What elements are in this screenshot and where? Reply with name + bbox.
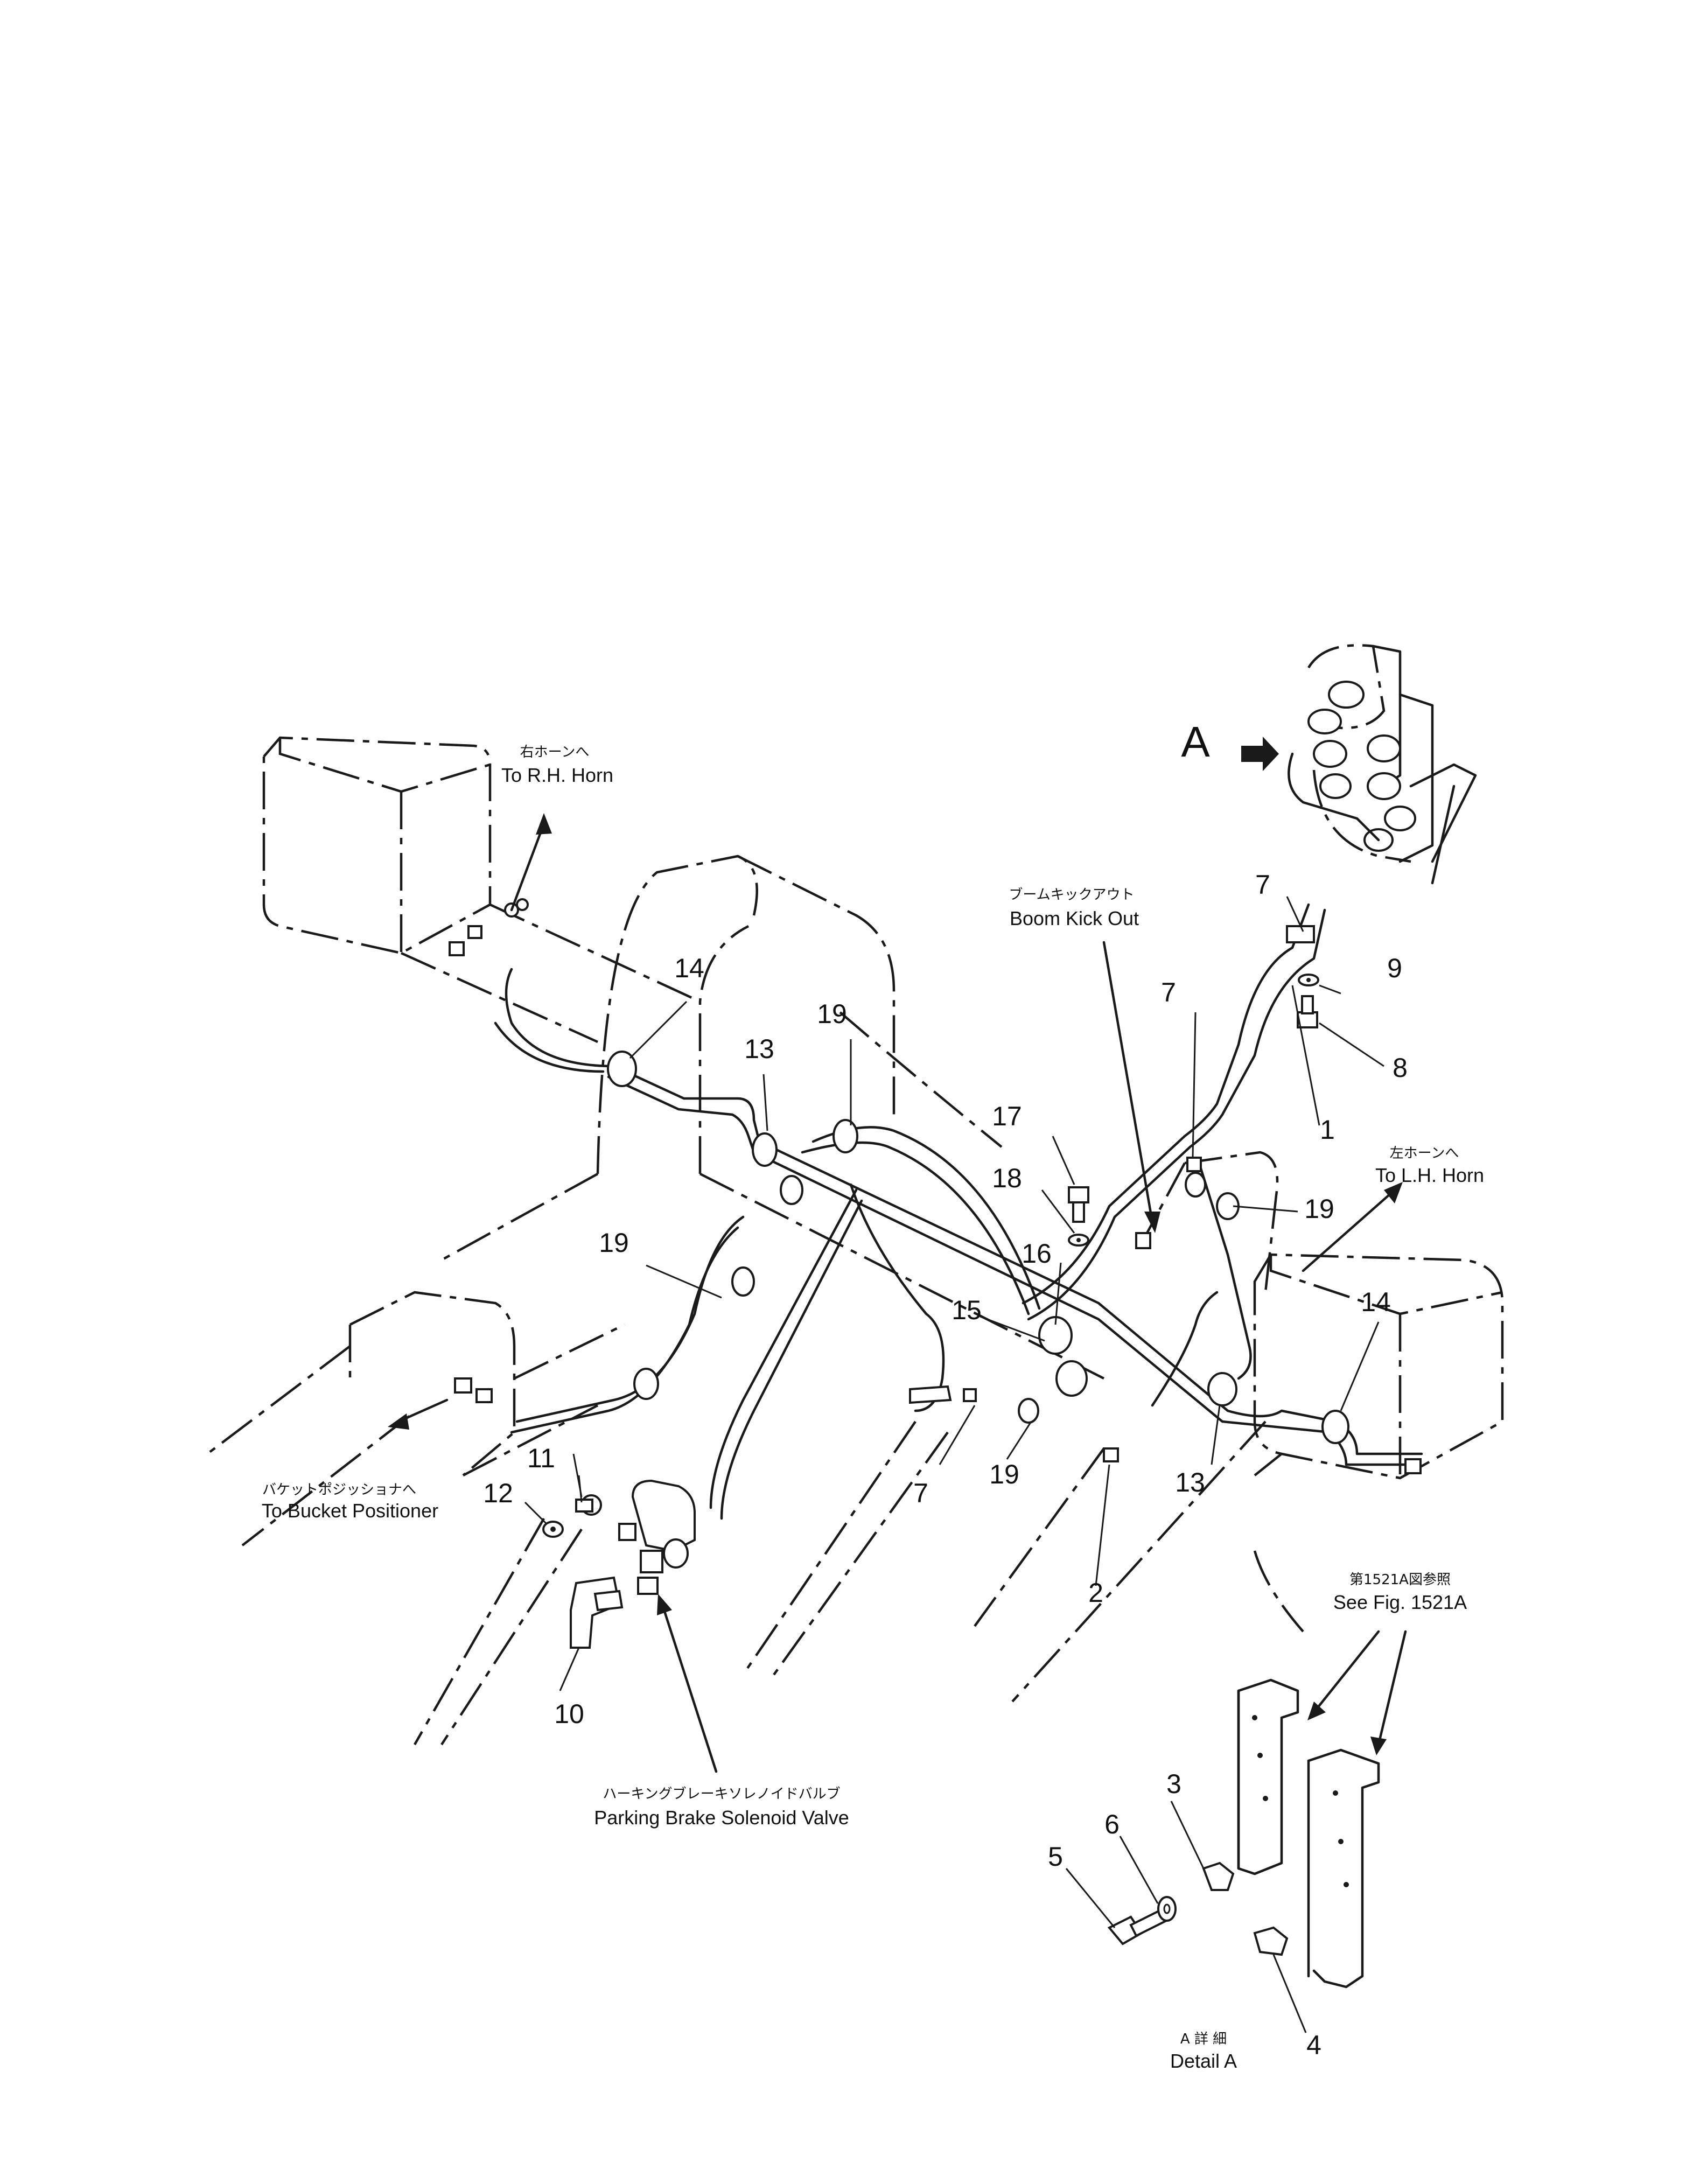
see-fig-label-jp: 第1521A図参照 [1349,1572,1451,1588]
callout-14: 14 [1361,1287,1391,1317]
detail-a-label: Detail A [1170,2050,1237,2072]
callout-19: 19 [1304,1194,1334,1224]
callout-leaders [524,896,1384,2033]
machine-frame-outline [206,736,1504,1746]
text-labels: A 右ホーンへ To R.H. Horn 左ホーンへ To L.H. Horn … [262,718,1484,2072]
leader-arrows [388,737,1407,1773]
callout-19: 19 [989,1459,1019,1489]
boom-kick-out-label: Boom Kick Out [1010,907,1139,929]
callout-18: 18 [992,1163,1022,1193]
callout-1: 1 [1320,1115,1335,1145]
callout-numbers: 1 2 3 4 5 6 7 7 7 8 9 10 11 12 13 13 14 … [483,870,1408,2060]
callout-19: 19 [817,999,847,1029]
boom-kick-out-label-jp: ブームキックアウト [1009,887,1134,903]
callout-9: 9 [1387,953,1402,983]
callout-5: 5 [1048,1842,1063,1872]
callout-3: 3 [1166,1769,1181,1799]
wiring-harness [494,903,1423,1520]
lh-horn-label: To L.H. Horn [1375,1164,1484,1186]
callout-8: 8 [1393,1053,1408,1083]
view-a-arrow-icon [1241,737,1279,771]
parking-brake-label: Parking Brake Solenoid Valve [594,1807,849,1829]
callout-12: 12 [483,1478,513,1508]
callout-16: 16 [1022,1238,1052,1269]
callout-13: 13 [1175,1467,1205,1497]
lh-horn-label-jp: 左ホーンへ [1390,1145,1459,1161]
callout-14: 14 [674,953,704,983]
callout-7: 7 [1161,977,1176,1007]
harness-clamps [607,1051,1349,1444]
callout-17: 17 [992,1101,1022,1131]
solenoid-valve-bank [1288,644,1477,885]
callout-4: 4 [1306,2030,1321,2060]
connectors [449,898,1422,1474]
rh-horn-label: To R.H. Horn [501,764,613,786]
rh-horn-label-jp: 右ホーンへ [520,744,590,760]
view-a-marker: A [1181,718,1210,766]
callout-10: 10 [554,1699,584,1729]
hardware-parts [542,925,1380,1989]
callout-11: 11 [527,1443,555,1473]
see-fig-label: See Fig. 1521A [1333,1591,1467,1613]
bucket-positioner-label-jp: バケットポジッショナへ [262,1482,416,1498]
callout-6: 6 [1104,1809,1120,1839]
callout-13: 13 [744,1034,774,1064]
detail-a-label-jp: A 詳 細 [1180,2031,1227,2047]
bucket-positioner-label: To Bucket Positioner [262,1500,438,1522]
callout-7: 7 [913,1478,928,1508]
callout-15: 15 [952,1295,982,1325]
callout-7: 7 [1255,870,1270,900]
callout-19: 19 [599,1228,629,1258]
callout-2: 2 [1088,1578,1103,1608]
parking-brake-label-jp: ハーキングブレーキソレノイドバルブ [603,1786,840,1802]
